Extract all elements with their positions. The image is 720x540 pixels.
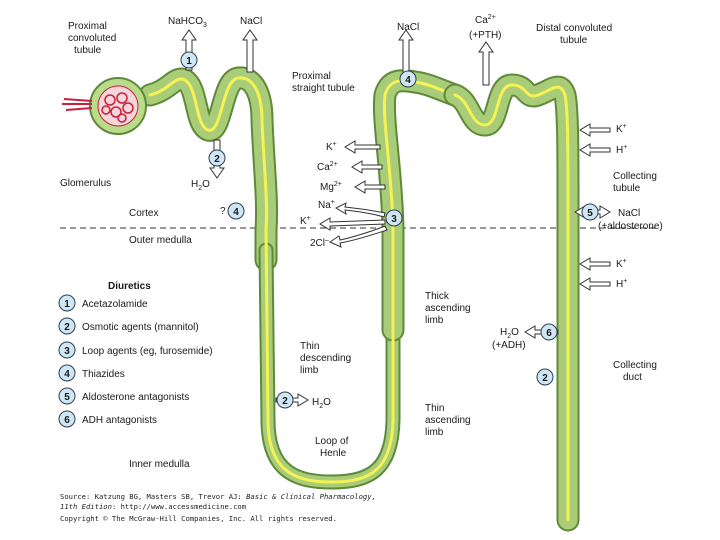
svg-text:6: 6 — [64, 415, 70, 426]
label-h-right2: H+ — [616, 278, 627, 290]
svg-text:Osmotic agents (mannitol): Osmotic agents (mannitol) — [82, 322, 199, 333]
svg-text:Aldosterone antagonists: Aldosterone antagonists — [82, 392, 189, 403]
label-h2o-adh: H2O (+ADH) — [492, 327, 526, 351]
label-collecting-duct: Collecting duct — [613, 360, 660, 383]
svg-text:5: 5 — [64, 392, 70, 403]
svg-text:ADH antagonists: ADH antagonists — [82, 415, 157, 426]
legend-item: 5 Aldosterone antagonists — [58, 387, 189, 405]
label-k-right1: K+ — [616, 123, 627, 135]
label-thin-descending: Thin descending limb — [300, 341, 354, 376]
svg-text:Loop agents (eg, furosemide): Loop agents (eg, furosemide) — [82, 346, 213, 357]
marker-2-duct: 2 — [536, 368, 554, 386]
label-loop-of-henle: Loop of Henle — [315, 436, 351, 459]
footer-edition: 11th Edition: http://www.accessmedicine.… — [60, 502, 246, 511]
legend-item: 4 Thiazides — [58, 364, 125, 382]
label-nahco3: NaHCO3 — [168, 16, 207, 29]
k-right2-arrow — [579, 257, 611, 271]
label-ca2-plus: Ca2+ — [317, 161, 338, 173]
label-k-right2: K+ — [616, 258, 627, 270]
k-in-arrow — [319, 217, 386, 231]
h-right1-arrow — [579, 143, 611, 157]
nacl-left-arrow — [242, 29, 258, 73]
svg-text:2: 2 — [282, 396, 288, 407]
legend-item: 6 ADH antagonists — [58, 410, 157, 428]
svg-text:2: 2 — [64, 322, 70, 333]
marker-2-left: 2 — [208, 149, 226, 167]
h-right2-arrow — [579, 277, 611, 291]
diuretics-legend: Diuretics 1 Acetazolamide 2 Osmotic agen… — [58, 281, 213, 428]
svg-text:4: 4 — [64, 369, 70, 380]
label-h2o-loop: H2O — [312, 397, 331, 410]
label-proximal-convoluted: Proximal convoluted tubule — [68, 21, 119, 56]
ca-out-arrow — [351, 160, 383, 174]
label-nacl-top-left: NaCl — [240, 16, 262, 27]
footer-source: Source: Katzung BG, Masters SB, Trevor A… — [60, 492, 376, 501]
proximal-tubule-and-loop — [138, 66, 467, 490]
label-cortex: Cortex — [129, 208, 158, 219]
svg-text:6: 6 — [546, 328, 552, 339]
svg-text:4: 4 — [233, 207, 239, 218]
source-footer: Source: Katzung BG, Masters SB, Trevor A… — [60, 492, 376, 523]
label-glomerulus: Glomerulus — [60, 178, 111, 189]
glomerulus-icon — [62, 77, 147, 135]
svg-text:Thiazides: Thiazides — [82, 369, 125, 380]
label-k-plus2: K+ — [300, 215, 311, 227]
marker-3-thick: 3 — [385, 209, 403, 227]
legend-item: 3 Loop agents (eg, furosemide) — [58, 341, 213, 359]
cl-out-arrow — [328, 225, 388, 248]
marker-4-question: 4 — [227, 202, 245, 220]
label-thin-ascending: Thin ascending limb — [425, 403, 473, 438]
label-thick-ascending: Thick ascending limb — [425, 291, 473, 326]
label-nacl-aldosterone: NaCl (+aldosterone) — [598, 208, 663, 232]
distal-tubule-and-collecting-duct — [443, 73, 580, 532]
footer-copyright: Copyright © The McGraw-Hill Companies, I… — [60, 514, 337, 523]
label-nacl-top-mid: NaCl — [397, 22, 419, 33]
label-k-plus: K+ — [326, 141, 337, 153]
label-proximal-straight: Proximal straight tubule — [292, 71, 355, 94]
label-mg2-plus: Mg2+ — [320, 181, 342, 193]
label-ca-pth: Ca2+ (+PTH) — [469, 11, 502, 41]
mg-out-arrow — [354, 180, 386, 194]
legend-item: 1 Acetazolamide — [58, 294, 148, 312]
ca-pth-arrow — [478, 41, 494, 86]
label-collecting-tubule: Collecting tubule — [613, 171, 660, 194]
marker-1-top: 1 — [180, 51, 198, 69]
label-cl-minus: 2Cl– — [310, 237, 329, 249]
transport-arrows — [181, 29, 611, 407]
svg-text:3: 3 — [64, 346, 70, 357]
k-out-arrow — [344, 140, 381, 154]
svg-text:Acetazolamide: Acetazolamide — [82, 299, 148, 310]
marker-4-top: 4 — [399, 70, 417, 88]
svg-text:1: 1 — [64, 299, 70, 310]
legend-title: Diuretics — [108, 281, 151, 292]
svg-text:4: 4 — [405, 75, 411, 86]
svg-text:2: 2 — [214, 154, 220, 165]
label-question: ? — [220, 206, 226, 217]
label-h-right1: H+ — [616, 144, 627, 156]
marker-2-loop: 2 — [276, 391, 294, 409]
label-distal-convoluted: Distal convoluted tubule — [536, 23, 615, 46]
marker-5-right: 5 — [581, 203, 599, 221]
legend-item: 2 Osmotic agents (mannitol) — [58, 317, 199, 335]
label-outer-medulla: Outer medulla — [129, 235, 192, 246]
svg-text:2: 2 — [542, 373, 548, 384]
label-inner-medulla: Inner medulla — [129, 459, 190, 470]
na-out-arrow — [334, 202, 386, 218]
k-right1-arrow — [579, 123, 611, 137]
label-na-plus: Na+ — [318, 199, 335, 211]
svg-text:5: 5 — [587, 208, 593, 219]
label-h2o-left: H2O — [191, 179, 210, 192]
svg-text:3: 3 — [391, 214, 397, 225]
marker-6-right: 6 — [540, 323, 558, 341]
svg-text:1: 1 — [186, 56, 192, 67]
